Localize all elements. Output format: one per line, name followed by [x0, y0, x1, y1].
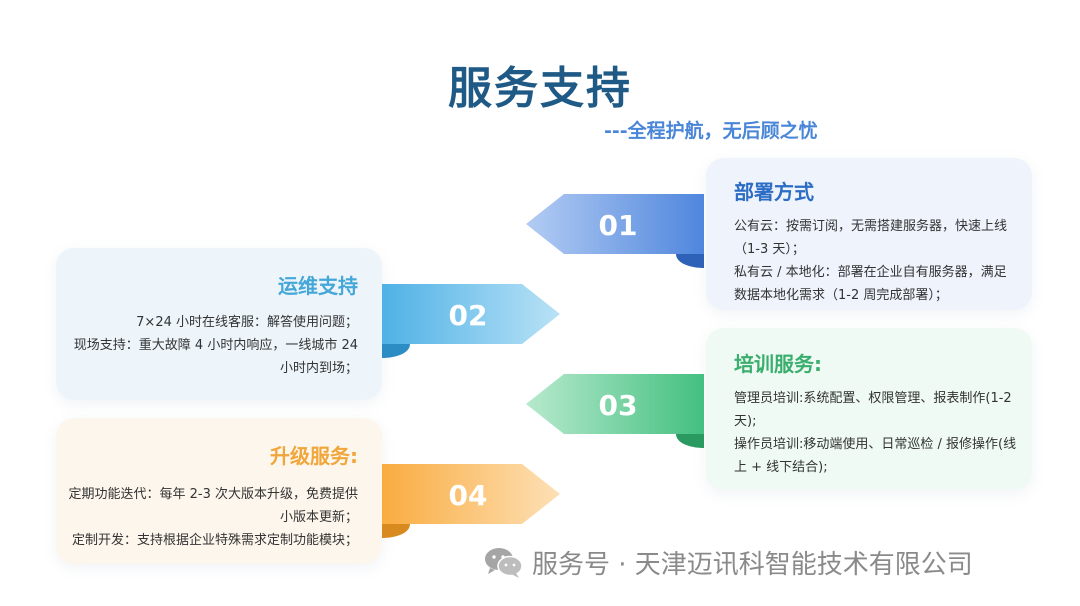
- watermark: 服务号 · 天津迈讯科智能技术有限公司: [484, 544, 973, 581]
- wechat-icon: [485, 547, 523, 578]
- ribbon-curl: [382, 524, 410, 538]
- ribbon-01: 01: [526, 194, 704, 268]
- card-line: 管理员培训:系统配置、权限管理、报表制作(1-2 天);: [734, 391, 1012, 429]
- card-line: 7×24 小时在线客服：解答使用问题；: [136, 315, 358, 330]
- card-heading: 部署方式: [734, 180, 814, 204]
- card-line: 私有云 / 本地化：部署在企业自有服务器，满足数据本地化需求（1-2 周完成部署…: [734, 265, 1007, 303]
- card-heading: 运维支持: [278, 274, 358, 298]
- ribbon-number: 02: [449, 299, 488, 332]
- card-line: 现场支持：重大故障 4 小时内响应，一线城市 24 小时内到场；: [73, 338, 358, 376]
- card-line: 操作员培训:移动端使用、日常巡检 / 报修操作(线上 + 线下结合);: [734, 437, 1017, 475]
- ribbon-curl: [676, 254, 704, 268]
- ribbon-curl: [676, 434, 704, 448]
- ribbon-curl: [382, 344, 410, 358]
- card-line: 定制开发：支持根据企业特殊需求定制功能模块；: [71, 533, 358, 548]
- watermark-text: 服务号 · 天津迈讯科智能技术有限公司: [532, 550, 973, 580]
- card-line: 公有云：按需订阅，无需搭建服务器，快速上线（1-3 天）；: [734, 219, 1008, 257]
- ribbon-04: 04: [382, 464, 560, 538]
- ribbon-number: 03: [599, 389, 638, 422]
- page-subtitle: ---全程护航，无后顾之忧: [604, 120, 818, 142]
- card-deployment: 部署方式 公有云：按需订阅，无需搭建服务器，快速上线（1-3 天）； 私有云 /…: [706, 158, 1032, 310]
- page-title: 服务支持: [448, 63, 632, 114]
- card-upgrade: 升级服务: 定期功能迭代：每年 2-3 次大版本升级，免费提供小版本更新； 定制…: [56, 418, 382, 564]
- ribbon-body: [526, 194, 704, 254]
- ribbon-number: 04: [449, 479, 488, 512]
- ribbon-03: 03: [526, 374, 704, 448]
- card-heading: 培训服务:: [734, 352, 822, 376]
- ribbon-02: 02: [382, 284, 560, 358]
- card-heading: 升级服务:: [270, 444, 358, 468]
- card-line: 定期功能迭代：每年 2-3 次大版本升级，免费提供小版本更新；: [68, 487, 359, 525]
- ribbon-body: [382, 464, 560, 524]
- card-training: 培训服务: 管理员培训:系统配置、权限管理、报表制作(1-2 天); 操作员培训…: [706, 328, 1032, 490]
- card-maintenance: 运维支持 7×24 小时在线客服：解答使用问题； 现场支持：重大故障 4 小时内…: [56, 248, 382, 400]
- ribbon-number: 01: [599, 209, 638, 242]
- ribbon-body: [382, 284, 560, 344]
- ribbon-body: [526, 374, 704, 434]
